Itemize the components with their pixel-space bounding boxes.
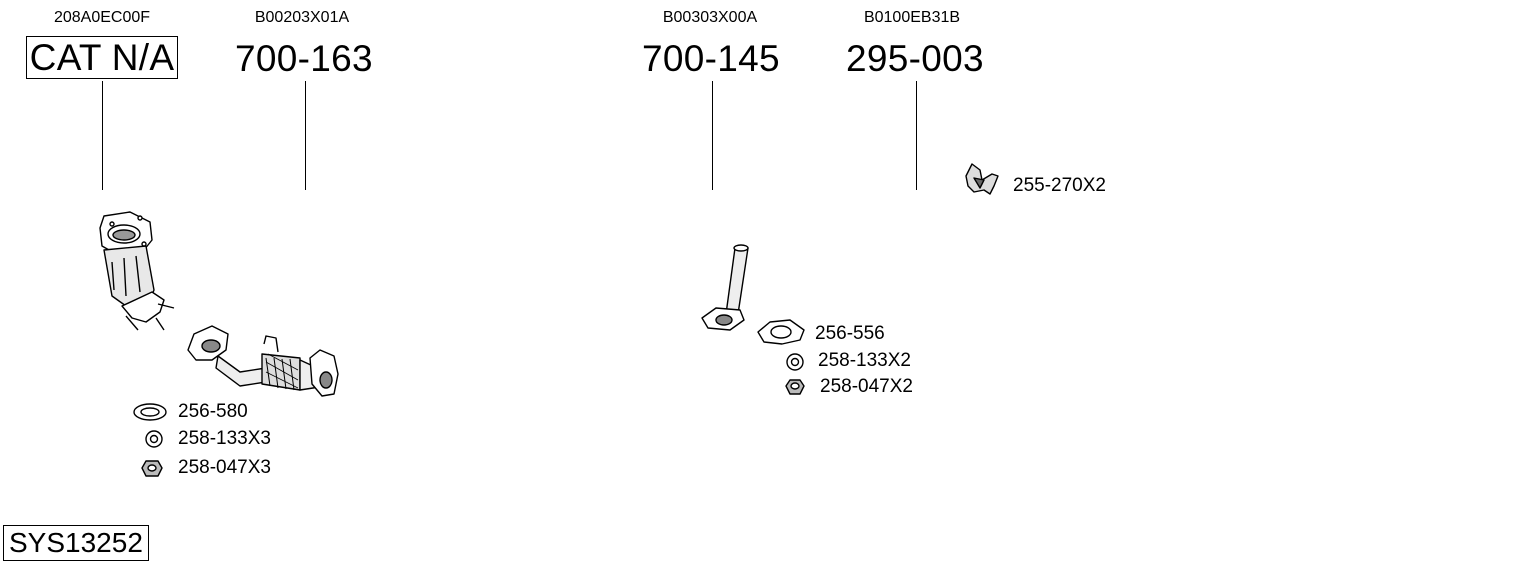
leader-line-2 [305,81,306,190]
accessory-nut-2: 258-047X2 [820,376,913,397]
part-number-3: 700-145 [642,38,780,79]
accessory-gasket-1: 256-580 [178,401,248,422]
accessory-gasket-2: 256-556 [815,323,885,344]
nut-icon [785,379,805,395]
leader-line-3 [712,81,713,190]
pipe-section-icon [701,244,749,331]
spring-washer-icon [786,353,804,371]
oem-code-1: 208A0EC00F [53,9,151,26]
nut-icon-2 [141,460,163,477]
part-number-1: CAT N/A [2,36,202,79]
catalytic-converter-icon [99,211,175,331]
accessory-nut-1: 258-047X3 [178,457,271,478]
leader-line-4 [916,81,917,190]
gasket-icon [757,319,805,345]
rubber-mount-icon [965,163,999,195]
system-id-badge: SYS13252 [3,525,149,561]
part-number-1-box: CAT N/A [25,36,179,79]
part-number-2: 700-163 [235,38,373,79]
oem-code-4: B0100EB31B [863,9,961,26]
oem-code-3: B00303X00A [662,9,758,26]
part-number-4: 295-003 [846,38,984,79]
front-pipe-icon [187,325,339,397]
spring-washer-icon-2 [145,430,163,448]
oem-code-2: B00203X01A [254,9,350,26]
accessory-bracket: 255-270X2 [1013,175,1106,196]
leader-line-1 [102,81,103,190]
accessory-washer-2: 258-133X2 [818,350,911,371]
accessory-washer-1: 258-133X3 [178,428,271,449]
ring-gasket-icon [133,403,167,421]
